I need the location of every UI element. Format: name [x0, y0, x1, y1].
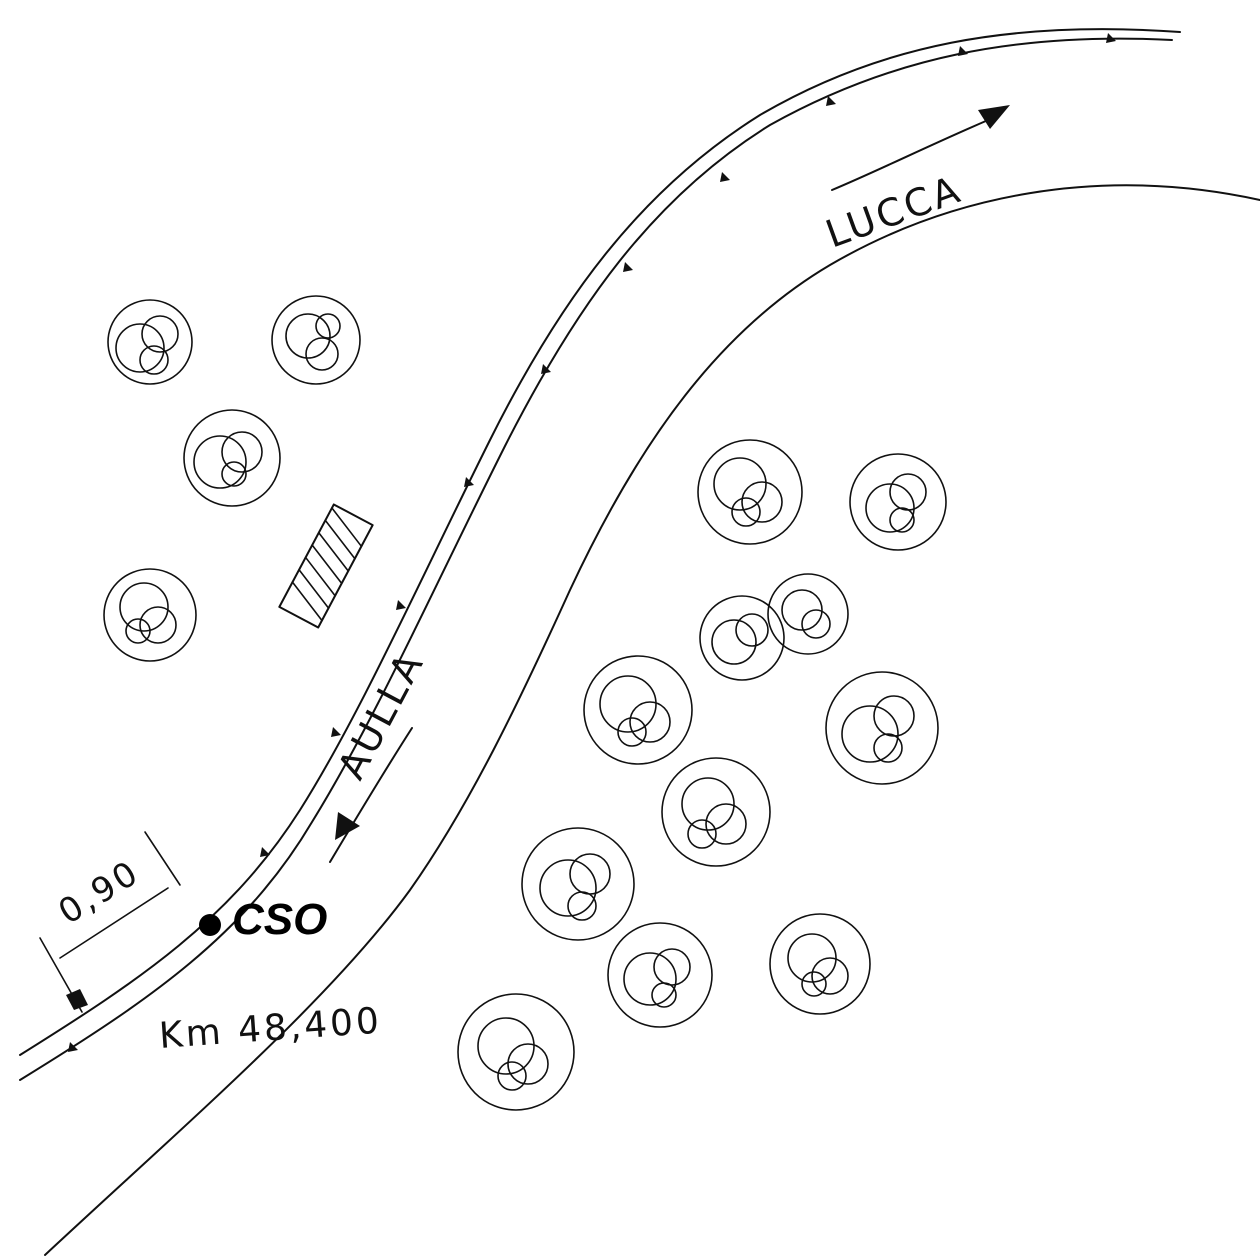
direction-aulla-label: AULLA — [329, 644, 433, 787]
guardrail-tick-icon — [68, 1042, 78, 1052]
point-marker-icon — [199, 914, 221, 936]
distance-dimension: 0,90 — [39, 831, 181, 1013]
tree-canopy-icon — [661, 757, 771, 867]
guardrail-tick-icon — [541, 364, 551, 374]
distance-label: 0,90 — [52, 852, 148, 932]
tree-canopy-icon — [583, 655, 693, 765]
tree-canopy-icon — [183, 409, 281, 507]
tree-canopy-icon — [521, 827, 635, 941]
trees — [103, 295, 947, 1111]
guardrail-tick-icon — [623, 262, 633, 272]
guardrail-tick-icon — [1106, 33, 1116, 43]
guardrail-tick-icon — [720, 172, 730, 182]
guardrail-tick-icon — [396, 600, 406, 610]
guardrail-ticks — [68, 33, 1116, 1052]
direction-aulla: AULLA — [329, 644, 433, 863]
cso-point: CSO — [199, 895, 327, 944]
guardrail-tick-icon — [260, 847, 270, 857]
tree-canopy-icon — [457, 993, 575, 1111]
tree-canopy-icon — [607, 922, 713, 1028]
road-edge-right — [44, 184, 1260, 1256]
tree-canopy-icon — [697, 439, 803, 545]
tree-canopy-icon — [769, 913, 871, 1015]
guardrail — [19, 28, 1181, 1081]
tree-canopy-icon — [699, 595, 785, 681]
tree-canopy-icon — [849, 453, 947, 551]
cso-label: CSO — [232, 895, 327, 944]
tree-canopy-icon — [767, 573, 849, 655]
tree-canopy-icon — [107, 299, 193, 385]
guardrail-tick-icon — [331, 727, 341, 737]
guardrail-tick-icon — [958, 46, 968, 56]
direction-lucca: LUCCA — [820, 105, 1010, 256]
direction-lucca-label: LUCCA — [820, 167, 968, 257]
hatched-structure-icon — [278, 503, 374, 629]
tree-canopy-icon — [103, 568, 197, 662]
guardrail-tick-icon — [464, 477, 474, 487]
tree-canopy-icon — [271, 295, 361, 385]
guardrail-tick-icon — [826, 96, 836, 106]
kilometer-label: Km 48,400 — [158, 1001, 383, 1057]
tree-canopy-icon — [825, 671, 939, 785]
